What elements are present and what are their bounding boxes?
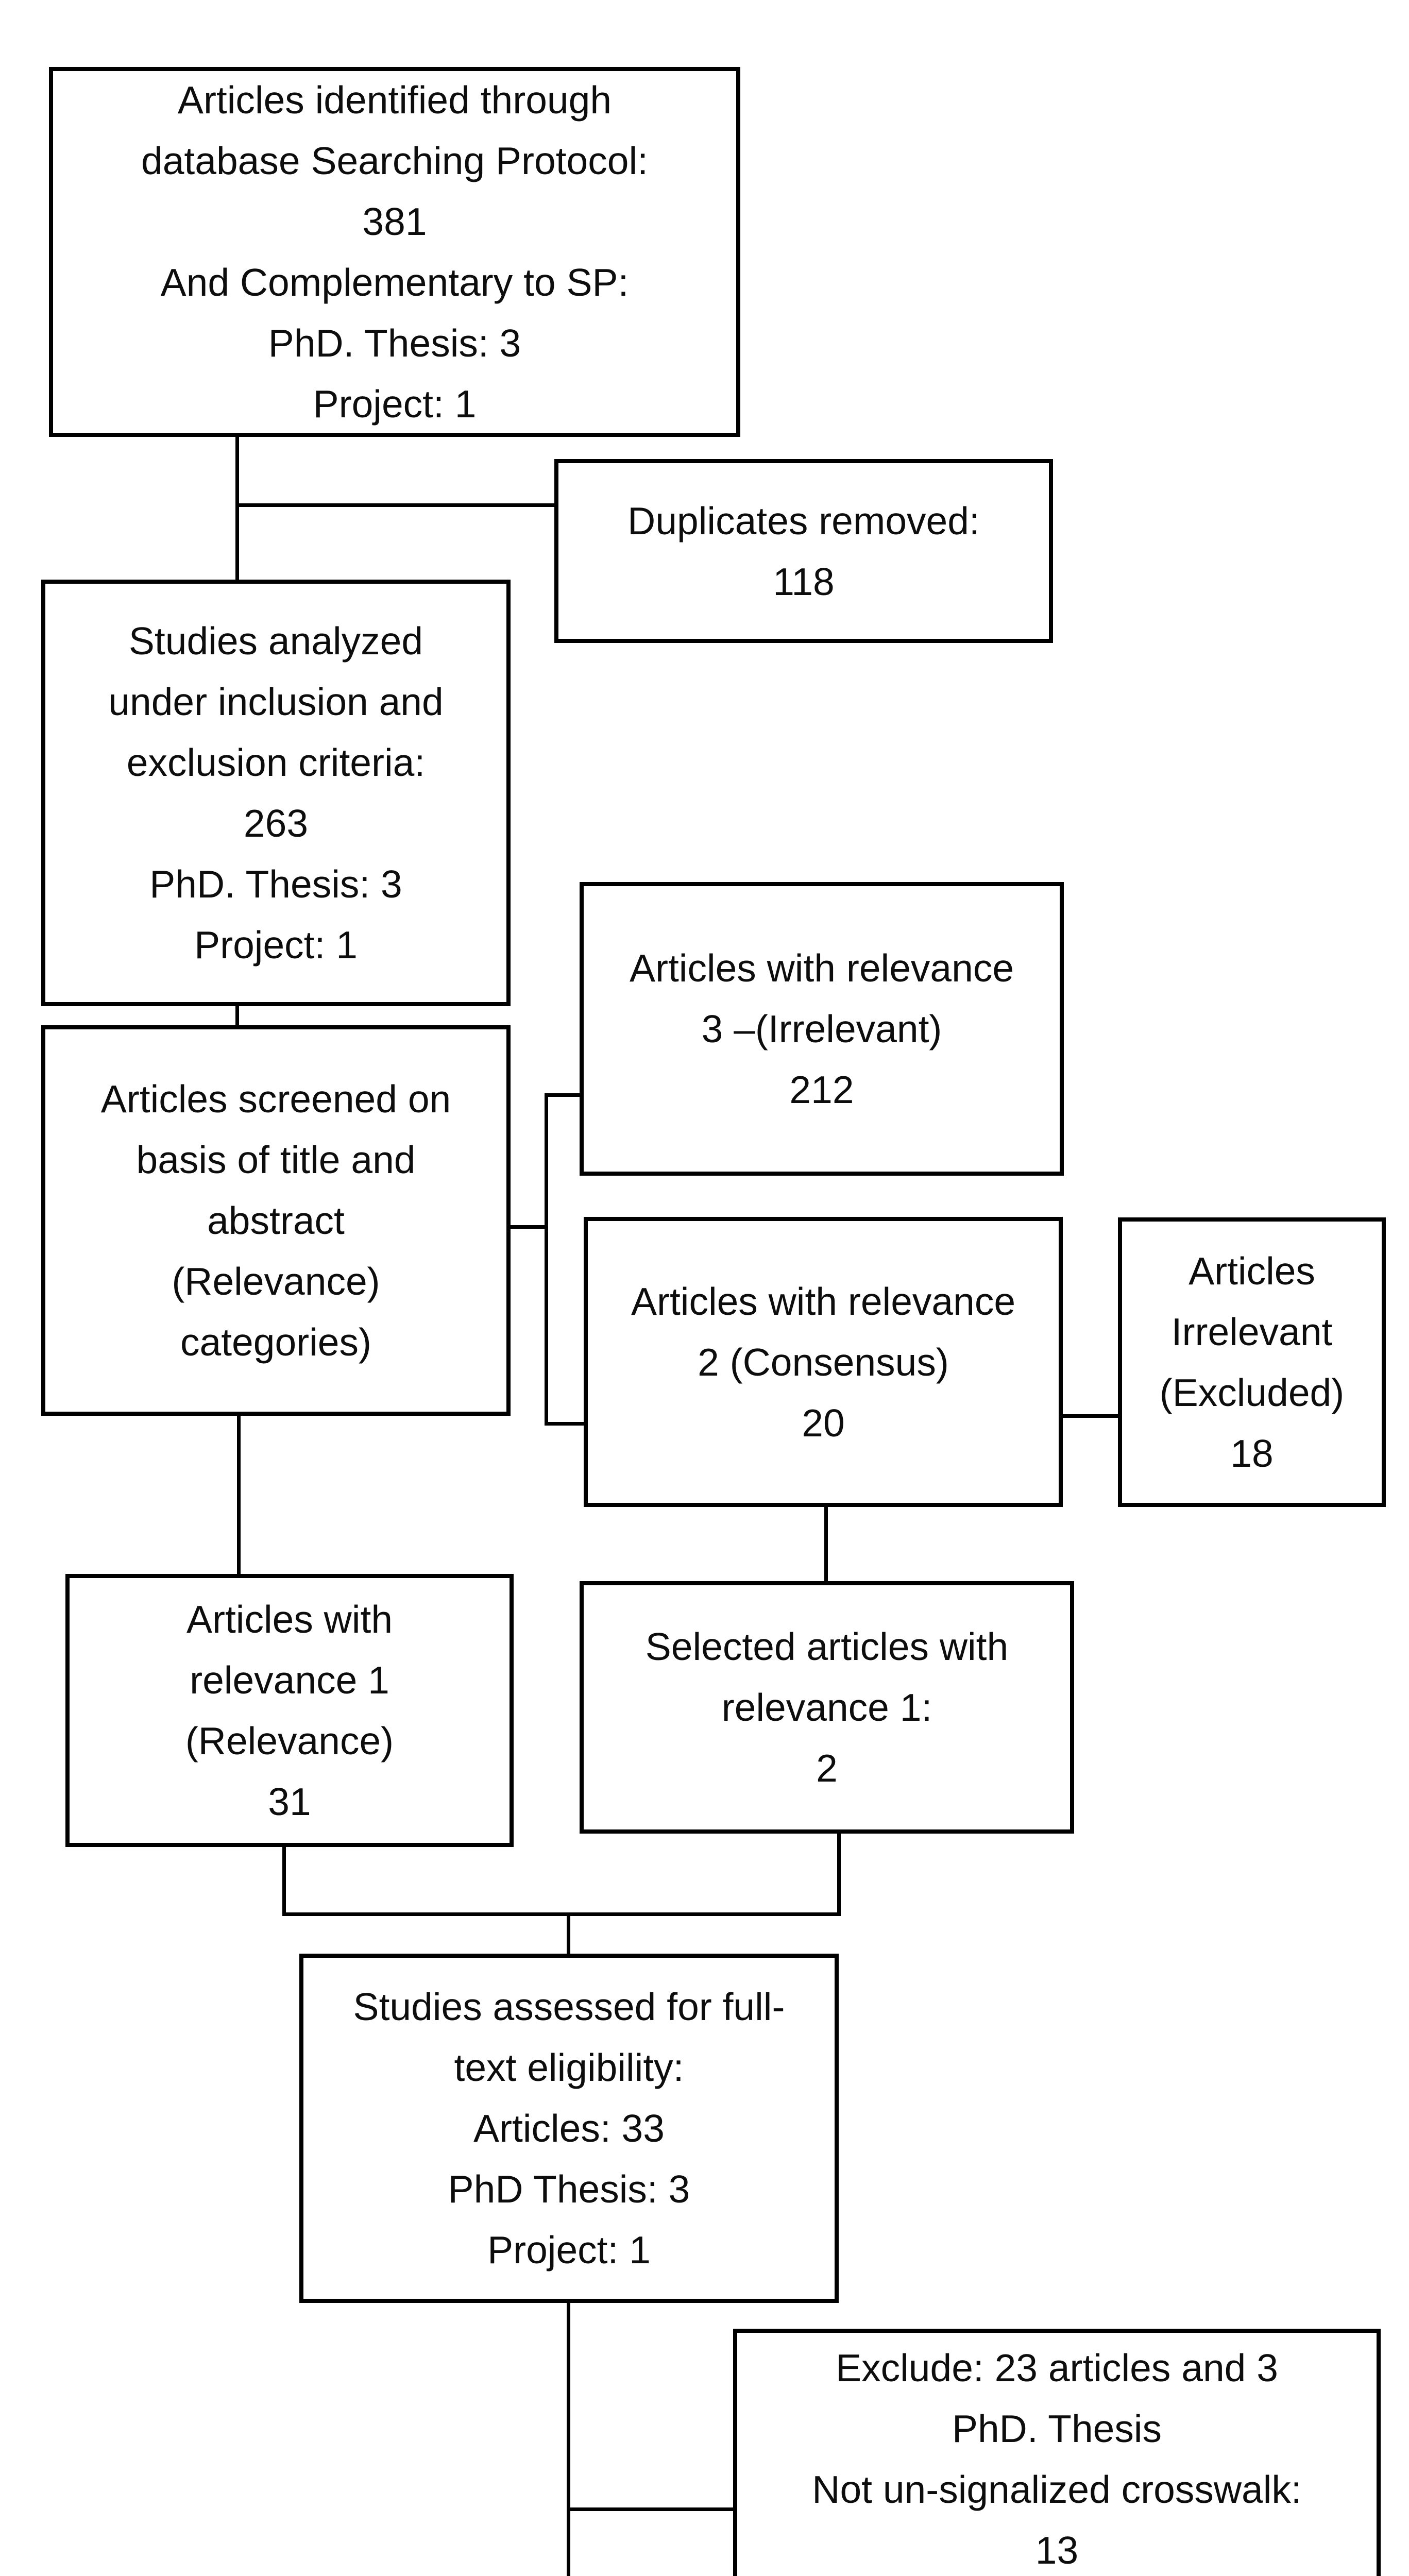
box-line: And Complementary to SP: [160,261,629,304]
box-line: basis of title and [136,1138,416,1181]
box-line: 20 [802,1401,845,1445]
box-line: PhD. Thesis [952,2406,1162,2450]
box-line: Project: 1 [313,382,477,426]
box-articles-screened: Articles screened on basis of title and … [41,1025,511,1416]
box-line: relevance 1 [190,1658,389,1702]
box-line: Duplicates removed: [627,499,980,543]
box-line: 2 (Consensus) [698,1340,949,1384]
box-line: Articles with [186,1598,393,1641]
box-line: PhD. Thesis: 3 [149,862,402,906]
box-line: Project: 1 [487,2228,651,2272]
box-line: Project: 1 [194,923,358,967]
box-studies-analyzed: Studies analyzed under inclusion and exc… [41,580,511,1006]
box-line: 118 [773,560,835,603]
box-articles-identified: Articles identified through database Sea… [49,67,740,437]
connector-selected-down [837,1832,841,1916]
box-exclude-fulltext: Exclude: 23 articles and 3 PhD. Thesis N… [733,2329,1381,2576]
box-line: (Relevance) [185,1719,394,1762]
connector-bar-relevance3 [545,1093,581,1097]
box-line: 2 [816,1747,838,1790]
connector-relevance2-selected [824,1505,828,1583]
box-line: 18 [1230,1432,1274,1475]
box-line: 13 [1035,2528,1079,2572]
box-line: PhD Thesis: 3 [448,2167,690,2211]
connector-relevance-bar [545,1093,548,1426]
box-line: PhD. Thesis: 3 [268,321,521,365]
box-line: Articles identified through [177,78,612,122]
connector-analyzed-screened [235,1006,239,1027]
box-relevance-1: Articles with relevance 1 (Relevance) 31 [65,1574,514,1847]
box-relevance-3: Articles with relevance 3 –(Irrelevant) … [580,882,1064,1176]
connector-bar-relevance2 [545,1422,586,1426]
connector-relevance2-excluded [1061,1414,1120,1418]
box-line: Irrelevant [1171,1310,1333,1353]
connector-screened-relevance1 [237,1414,241,1576]
connector-relevance1-down [282,1845,286,1916]
connector-identified-down [235,437,239,583]
box-line: Exclude: 23 articles and 3 [836,2346,1278,2389]
box-line: abstract [207,1199,345,1242]
box-line: 381 [362,200,427,243]
box-line: under inclusion and [108,680,444,723]
connector-screened-stub [507,1225,548,1229]
box-line: Articles with relevance [629,946,1014,990]
box-line: 263 [243,802,309,845]
box-line: Articles screened on [100,1077,451,1121]
box-relevance-2: Articles with relevance 2 (Consensus) 20 [584,1217,1063,1507]
box-line: Articles [1189,1249,1315,1293]
box-line: Studies analyzed [128,619,423,663]
box-line: relevance 1: [721,1686,932,1729]
box-line: Not un-signalized crosswalk: [812,2467,1302,2511]
box-selected-relevance-1: Selected articles with relevance 1: 2 [580,1581,1074,1834]
box-line: database Searching Protocol: [141,139,648,182]
connector-merge-bar [282,1912,841,1916]
connector-branch-duplicates [235,503,556,507]
connector-merge-fulltext [567,1912,570,1956]
box-line: exclusion criteria: [126,741,426,784]
box-line: (Relevance) [172,1260,380,1303]
box-line: 31 [268,1780,311,1823]
box-fulltext-eligibility: Studies assessed for full- text eligibil… [299,1954,839,2303]
box-line: text eligibility: [454,2046,684,2089]
box-line: 212 [789,1068,854,1111]
box-line: Articles with relevance [631,1279,1016,1323]
box-line: categories) [180,1320,371,1364]
box-line: Studies assessed for full- [353,1985,785,2028]
box-articles-irrelevant-excluded: Articles Irrelevant (Excluded) 18 [1118,1217,1386,1507]
box-line: 3 –(Irrelevant) [701,1007,942,1050]
connector-branch-exclude [567,2507,735,2511]
connector-fulltext-included [567,2301,570,2576]
box-duplicates-removed: Duplicates removed: 118 [554,459,1053,643]
box-line: Selected articles with [645,1625,1009,1668]
box-line: (Excluded) [1159,1371,1345,1414]
box-line: Articles: 33 [473,2107,665,2150]
